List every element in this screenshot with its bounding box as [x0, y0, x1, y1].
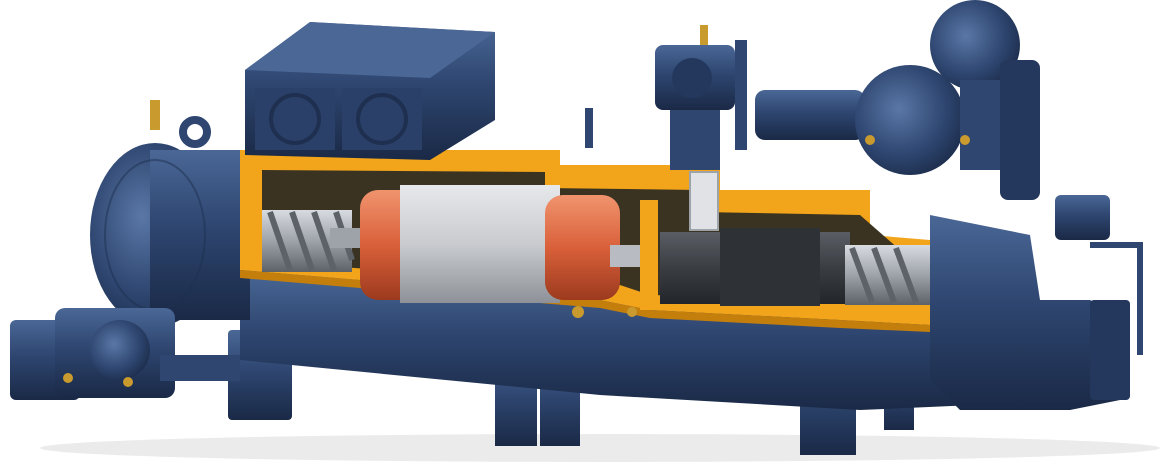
lifting-eye-left	[179, 116, 211, 148]
ground-shadow	[40, 434, 1160, 462]
vent-fan-left-icon	[269, 93, 321, 145]
discharge-flange	[1090, 300, 1130, 400]
valve-tower	[655, 25, 747, 170]
partition-wall	[640, 200, 658, 310]
lifting-eye-center	[585, 108, 593, 148]
vent-fan-right-icon	[356, 93, 408, 145]
discharge-rotors	[660, 228, 930, 306]
left-dome-body	[150, 150, 250, 320]
filter-cartridge	[689, 171, 719, 231]
pump-assembly	[755, 0, 1040, 200]
terminal-box	[245, 22, 495, 160]
side-pipe	[1090, 242, 1143, 355]
brass-valve-left	[150, 100, 160, 130]
brass-fitting	[572, 306, 584, 318]
motor-rotor	[360, 185, 650, 303]
left-flange-assembly	[10, 308, 240, 400]
discharge-housing	[930, 215, 1120, 410]
right-valve	[1055, 195, 1110, 240]
brass-fitting	[627, 307, 637, 317]
